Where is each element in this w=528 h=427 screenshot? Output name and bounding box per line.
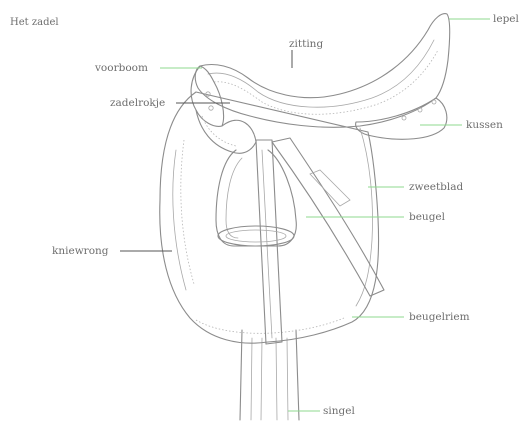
knee-flap — [160, 92, 379, 343]
label-voorboom: voorboom — [94, 62, 148, 74]
label-singel: singel — [323, 405, 355, 417]
label-zitting: zitting — [289, 38, 323, 50]
saddle-illustration — [160, 14, 450, 420]
part-labels: lepel zitting voorboom zadelrokje kussen… — [52, 13, 520, 417]
label-beugel: beugel — [409, 211, 446, 223]
label-zadelrokje: zadelrokje — [110, 97, 165, 109]
label-beugelriem: beugelriem — [409, 311, 470, 323]
skirt — [196, 110, 256, 153]
label-kniewrong: kniewrong — [52, 245, 109, 257]
stirrup-iron — [216, 150, 296, 246]
diagram-title: Het zadel — [10, 17, 59, 28]
label-kussen: kussen — [466, 119, 503, 131]
label-lepel: lepel — [493, 13, 520, 25]
label-zweetblad: zweetblad — [409, 181, 464, 193]
